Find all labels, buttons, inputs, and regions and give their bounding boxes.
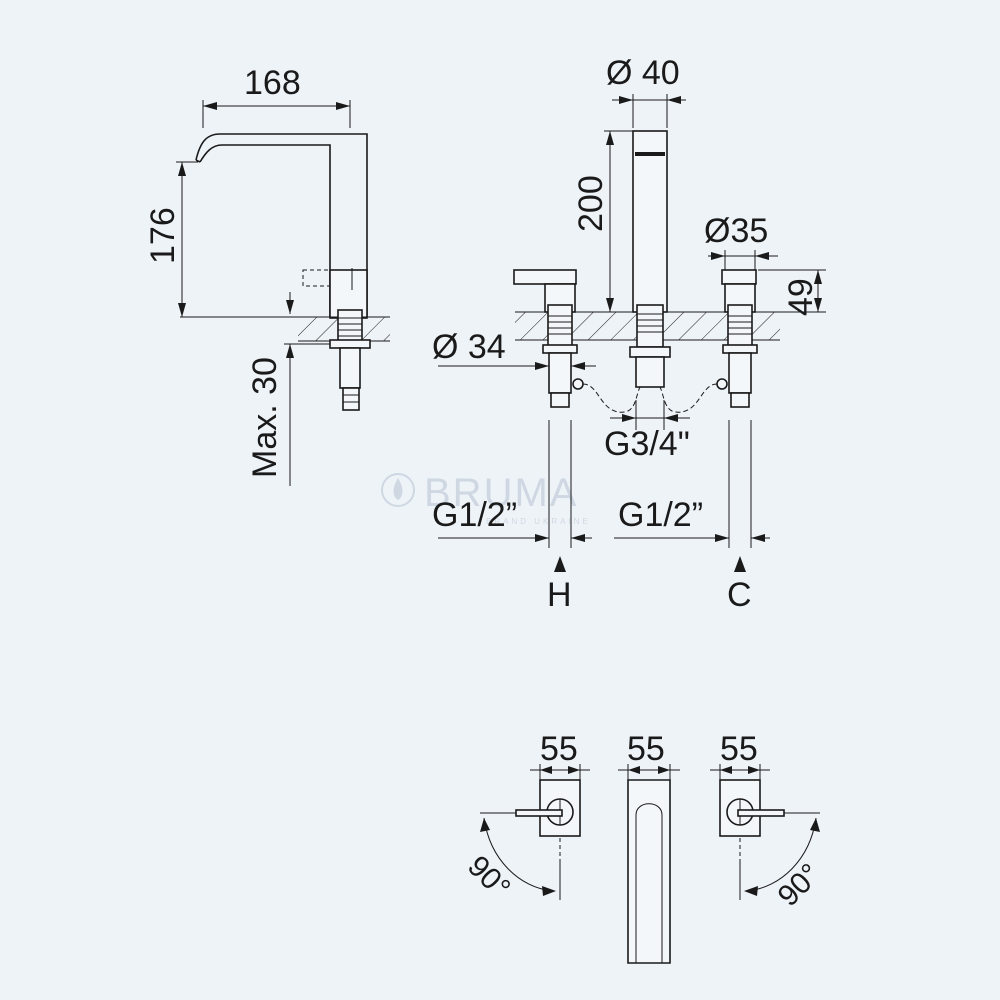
left-rotation-angle: 90° bbox=[461, 850, 516, 905]
watermark: BRUMA BRAND UKRAINE bbox=[381, 471, 591, 526]
right-rotation-angle: 90° bbox=[772, 858, 827, 913]
hot-inlet-arrow-icon bbox=[554, 556, 566, 572]
front-view: Ø 40 200 Ø35 49 Ø 34 G3/4" bbox=[432, 54, 826, 614]
dim-cold-thread: G1/2” bbox=[618, 496, 703, 534]
dim-spout-diameter: Ø 40 bbox=[606, 54, 680, 92]
dim-spout-height-front: 200 bbox=[572, 175, 610, 232]
dim-spout-height: 176 bbox=[144, 207, 182, 264]
dim-shank-diameter: Ø 34 bbox=[432, 328, 506, 366]
watermark-brand: BRUMA bbox=[424, 471, 578, 515]
hot-label: H bbox=[547, 576, 572, 614]
dim-right-width: 55 bbox=[720, 730, 758, 768]
side-view: 168 176 Max. 30 bbox=[144, 64, 390, 486]
dim-handle-diameter: Ø35 bbox=[704, 212, 768, 250]
dim-spout-reach: 168 bbox=[244, 64, 301, 102]
cold-label: C bbox=[727, 576, 752, 614]
dim-left-width: 55 bbox=[540, 730, 578, 768]
dim-max-thickness: Max. 30 bbox=[246, 357, 284, 478]
dim-handle-height: 49 bbox=[782, 278, 820, 316]
dim-center-width: 55 bbox=[627, 730, 665, 768]
dim-outlet-thread: G3/4" bbox=[604, 425, 690, 463]
dim-hot-thread: G1/2” bbox=[432, 496, 517, 534]
cold-inlet-arrow-icon bbox=[734, 556, 746, 572]
top-view: 55 55 55 90° 90° bbox=[461, 730, 827, 964]
watermark-subtitle: BRAND UKRAINE bbox=[486, 517, 591, 526]
